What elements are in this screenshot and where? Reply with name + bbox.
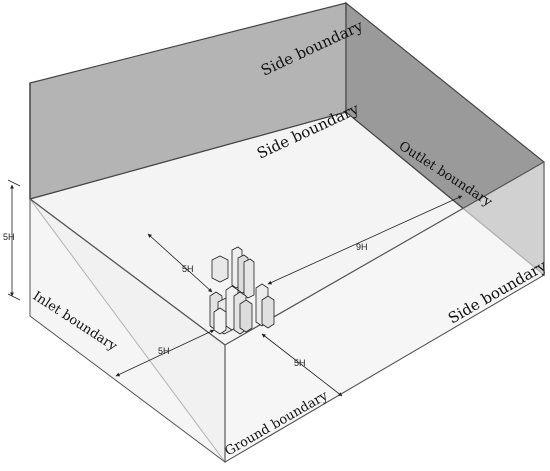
building-cluster: [209, 246, 275, 335]
lateral-dimension-line: [147, 233, 213, 293]
lateral-dimension-label: 5H: [182, 264, 194, 274]
upstream-dimension-line: [115, 329, 215, 377]
upstream-dimension-label: 5H: [158, 346, 170, 356]
downstream-dimension-line: [267, 195, 463, 285]
front-dimension-line: [261, 333, 343, 397]
height-dimension-label: 5H: [3, 232, 15, 242]
downstream-dimension-label: 9H: [356, 242, 368, 252]
front-dimension-label: 5H: [294, 358, 306, 368]
